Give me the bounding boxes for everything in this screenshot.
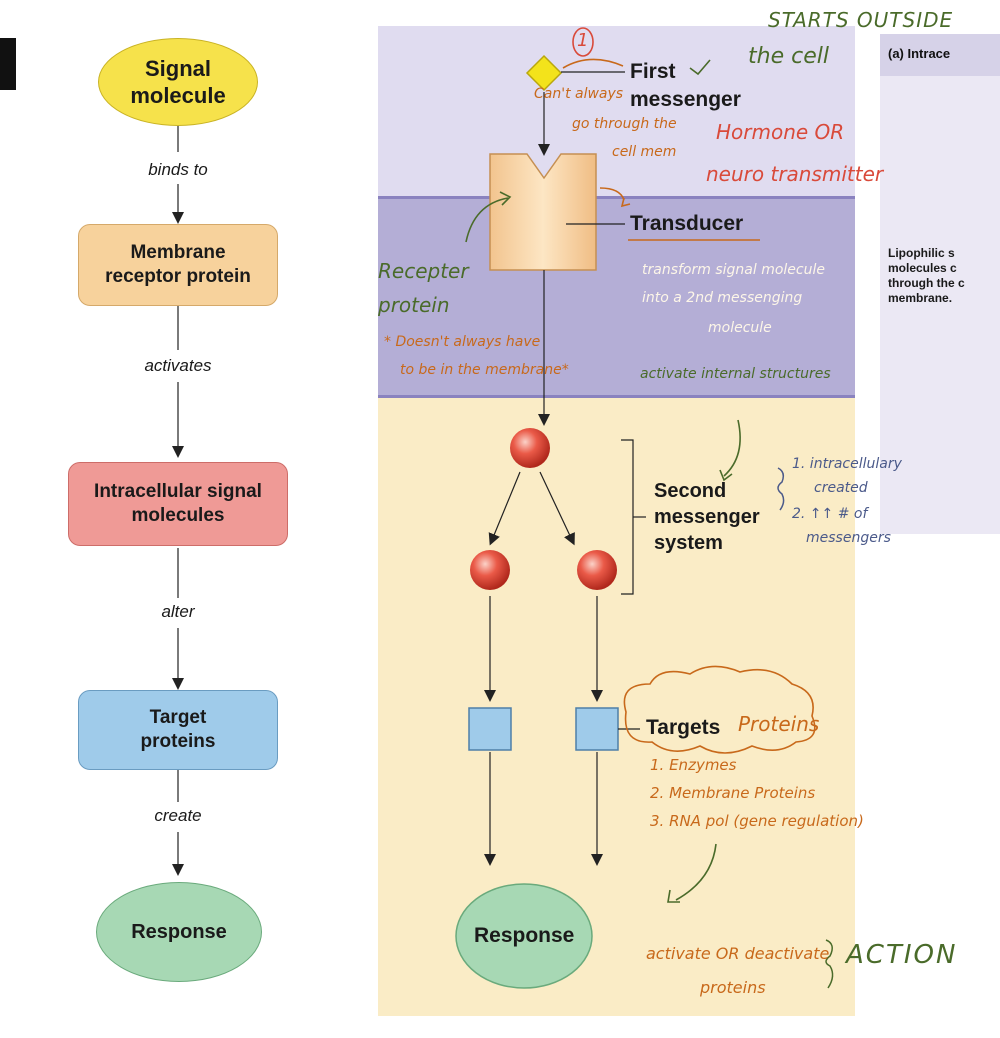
annotation-transform-2: into a 2nd messenging <box>642 290 803 306</box>
node-response: Response <box>96 882 262 982</box>
annotation-targets-proteins: Proteins <box>738 712 820 736</box>
annotation-intracellular-1: 1. intracellulary <box>792 456 902 472</box>
annotation-transform-1: transform signal molecule <box>642 262 825 278</box>
annotation-activate-internal: activate internal structures <box>640 366 831 382</box>
annotation-the-cell: the cell <box>748 44 829 69</box>
annotation-in-membrane: to be in the membrane* <box>400 362 569 378</box>
response-ellipse <box>455 883 593 989</box>
annotation-cant-always: Can't always <box>534 86 624 102</box>
side-panel-line: through the c <box>888 276 965 290</box>
membrane-band <box>378 196 855 398</box>
receptor-protein-shape <box>489 153 597 271</box>
node-signal-molecule: Signal molecule <box>98 38 258 126</box>
node-target-proteins: Target proteins <box>78 690 278 770</box>
connector-activates: activates <box>108 356 248 376</box>
response-label: Response <box>474 924 575 947</box>
connector-create: create <box>128 806 228 826</box>
annotation-action: ACTION <box>846 940 958 970</box>
first-messenger-label: First messenger <box>630 60 741 111</box>
annotation-doesnt-always: * Doesn't always have <box>384 334 541 350</box>
side-panel-text: Lipophilic s molecules c through the c m… <box>888 246 1000 306</box>
target-square-left <box>468 707 512 751</box>
side-panel-title: (a) Intrace <box>888 46 951 61</box>
annotation-intracellular-2: created <box>814 480 868 496</box>
extracellular-region <box>378 26 855 196</box>
node-membrane-receptor: Membrane receptor protein <box>78 224 278 306</box>
annotation-go-through: go through the <box>572 116 677 132</box>
annotation-receptor-protein: Recepter protein <box>378 259 469 317</box>
left-flow-arrows <box>172 122 184 876</box>
annotation-list-1: 1. Enzymes <box>650 756 737 774</box>
annotation-hormone: Hormone OR <box>716 120 845 144</box>
annotation-activate-deactivate: activate OR deactivate <box>646 944 830 963</box>
targets-label: Targets <box>646 716 721 739</box>
annotation-list-3: 3. RNA pol (gene regulation) <box>650 812 864 830</box>
annotation-increase-2: messengers <box>806 530 891 546</box>
annotation-increase-1: 2. ↑↑ # of <box>792 506 868 522</box>
annotation-cell-mem: cell mem <box>612 144 677 160</box>
side-panel-line: Lipophilic s <box>888 246 955 260</box>
second-messenger-label: Second messenger system <box>654 480 760 554</box>
connector-alter: alter <box>128 602 228 622</box>
annotation-proteins: proteins <box>700 978 766 997</box>
transducer-label: Transducer <box>630 212 744 235</box>
annotation-starts-outside: STARTS OUTSIDE <box>768 8 954 32</box>
second-messenger-ball-top <box>510 428 550 468</box>
side-panel <box>880 34 1000 534</box>
side-panel-line: molecules c <box>888 261 957 275</box>
connector-binds-to: binds to <box>118 160 238 180</box>
second-messenger-ball-left <box>470 550 510 590</box>
annotation-circled-number: 1 <box>577 30 589 51</box>
cytoplasm-region <box>378 398 855 1016</box>
annotation-neurotransmitter: neuro transmitter <box>706 162 884 186</box>
second-messenger-ball-right <box>577 550 617 590</box>
side-panel-line: membrane. <box>888 291 953 305</box>
first-messenger-diamond <box>525 54 563 92</box>
annotation-transform-3: molecule <box>708 320 772 336</box>
side-panel-title-bar <box>880 34 1000 76</box>
target-square-right <box>575 707 619 751</box>
node-intracellular-signal: Intracellular signal molecules <box>68 462 288 546</box>
margin-bar <box>0 38 16 90</box>
annotation-list-2: 2. Membrane Proteins <box>650 784 816 802</box>
